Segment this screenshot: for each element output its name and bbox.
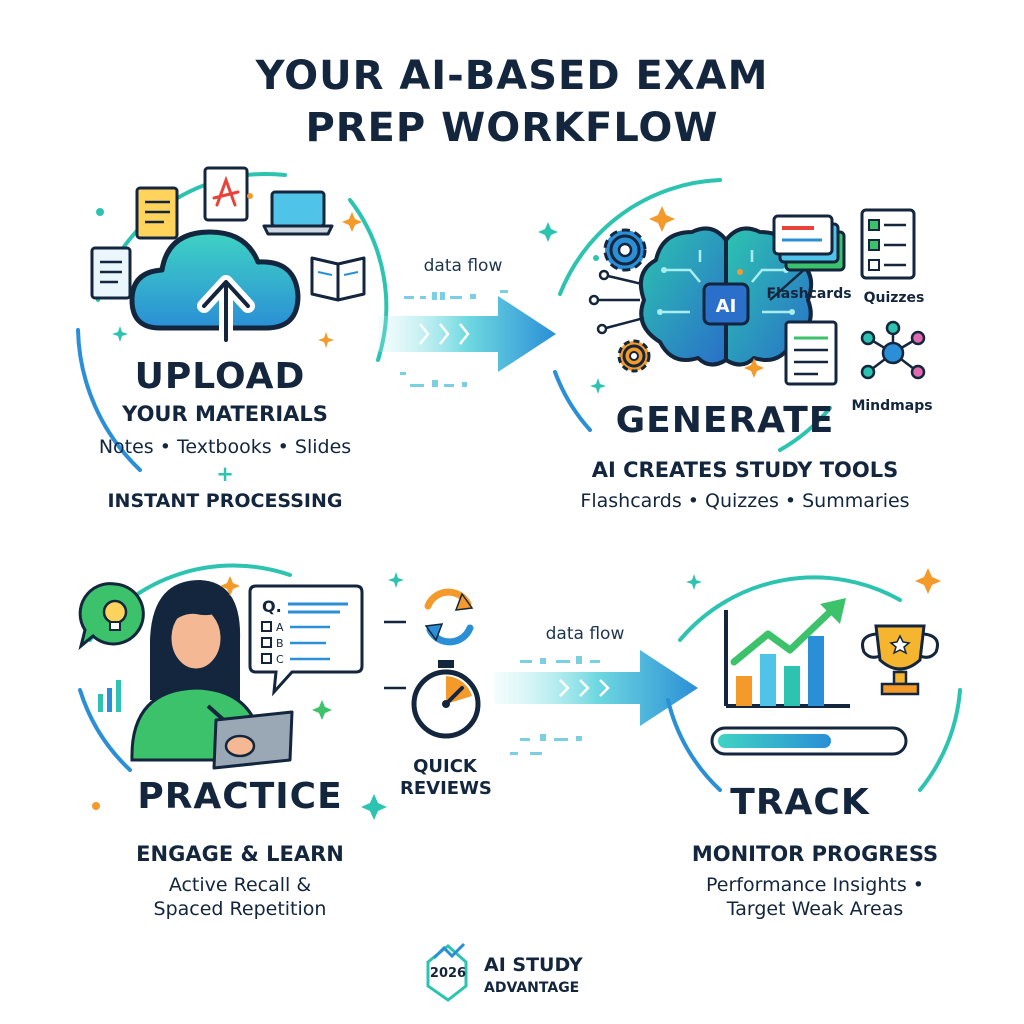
small-gear-icon xyxy=(617,339,651,373)
brand-year: 2026 xyxy=(429,966,467,981)
bottom-flow-label: data flow xyxy=(545,624,625,644)
quiz-q-label: Q. xyxy=(262,597,282,616)
generate-items: Flashcards • Quizzes • Summaries xyxy=(580,490,910,512)
track-line-2: Target Weak Areas xyxy=(726,898,904,920)
mini-bar-icon xyxy=(98,680,121,712)
practice-heading: PRACTICE xyxy=(137,776,343,817)
progress-bar-fill xyxy=(718,734,831,748)
top-flow-arrow xyxy=(378,290,556,387)
quiz-option-a: A xyxy=(276,621,284,634)
brand-logo-icon xyxy=(426,942,468,1002)
practice-line-2: Spaced Repetition xyxy=(153,898,327,920)
tablet-icon xyxy=(212,710,294,770)
mindmap-icon xyxy=(860,320,926,380)
top-flow-label: data flow xyxy=(423,256,503,276)
upload-subheading: YOUR MATERIALS xyxy=(122,402,328,426)
generate-subheading: AI CREATES STUDY TOOLS xyxy=(591,458,899,482)
summary-document-icon xyxy=(784,320,838,386)
quick-reviews-label: QUICK REVIEWS xyxy=(400,756,492,800)
trophy-icon xyxy=(861,624,939,696)
upload-heading: UPLOAD xyxy=(134,356,306,397)
review-connectors xyxy=(384,620,406,690)
upload-plus: + xyxy=(216,462,234,486)
generate-heading: GENERATE xyxy=(615,400,835,441)
upload-sparkles xyxy=(96,193,362,348)
generate-sparkles xyxy=(538,206,764,394)
refresh-cycle-icon xyxy=(424,588,474,646)
track-line-1: Performance Insights • xyxy=(706,874,924,896)
page-title: YOUR AI-BASED EXAM PREP WORKFLOW xyxy=(0,50,1024,154)
stopwatch-icon xyxy=(411,660,481,739)
track-sparkles xyxy=(686,568,941,594)
track-heading: TRACK xyxy=(730,782,870,823)
bottom-flow-arrow xyxy=(494,650,698,755)
generate-ring xyxy=(553,178,832,452)
quiz-speech-bubble: Q. A B C xyxy=(248,584,364,697)
open-book-icon xyxy=(310,256,366,302)
flashcards-label: Flashcards xyxy=(766,286,852,302)
track-subheading: MONITOR PROGRESS xyxy=(691,842,939,866)
upload-items: Notes • Textbooks • Slides xyxy=(98,436,352,458)
gear-icon xyxy=(603,228,647,272)
upload-note: INSTANT PROCESSING xyxy=(107,490,343,512)
mindmaps-label: Mindmaps xyxy=(851,398,933,414)
title-line-1: YOUR AI-BASED EXAM xyxy=(255,53,769,99)
brand-tagline: ADVANTAGE xyxy=(484,980,580,996)
quiz-checklist-icon xyxy=(860,208,916,280)
pdf-document-icon xyxy=(203,166,249,222)
flashcards-icon xyxy=(772,214,846,272)
brand-name: AI STUDY xyxy=(484,954,583,976)
page-document-icon xyxy=(90,246,132,300)
laptop-icon xyxy=(262,190,334,236)
practice-sparkles xyxy=(92,572,404,820)
growth-chart-icon xyxy=(724,598,850,708)
cloud-upload-icon xyxy=(129,229,301,347)
title-line-2: PREP WORKFLOW xyxy=(305,105,719,151)
ai-chip-label: AI xyxy=(716,296,737,317)
lightbulb-bubble-icon xyxy=(78,582,145,651)
practice-subheading: ENGAGE & LEARN xyxy=(136,842,344,866)
progress-bar xyxy=(710,726,908,756)
track-ring xyxy=(666,575,962,792)
notes-document-icon xyxy=(135,186,179,240)
brain-connectors xyxy=(588,267,807,335)
practice-line-1: Active Recall & xyxy=(168,874,312,896)
quizzes-label: Quizzes xyxy=(863,290,925,306)
quiz-option-c: C xyxy=(276,653,284,666)
quick-reviews-line-2: REVIEWS xyxy=(400,778,492,799)
quiz-option-b: B xyxy=(276,637,284,650)
quick-reviews-line-1: QUICK xyxy=(413,756,477,777)
